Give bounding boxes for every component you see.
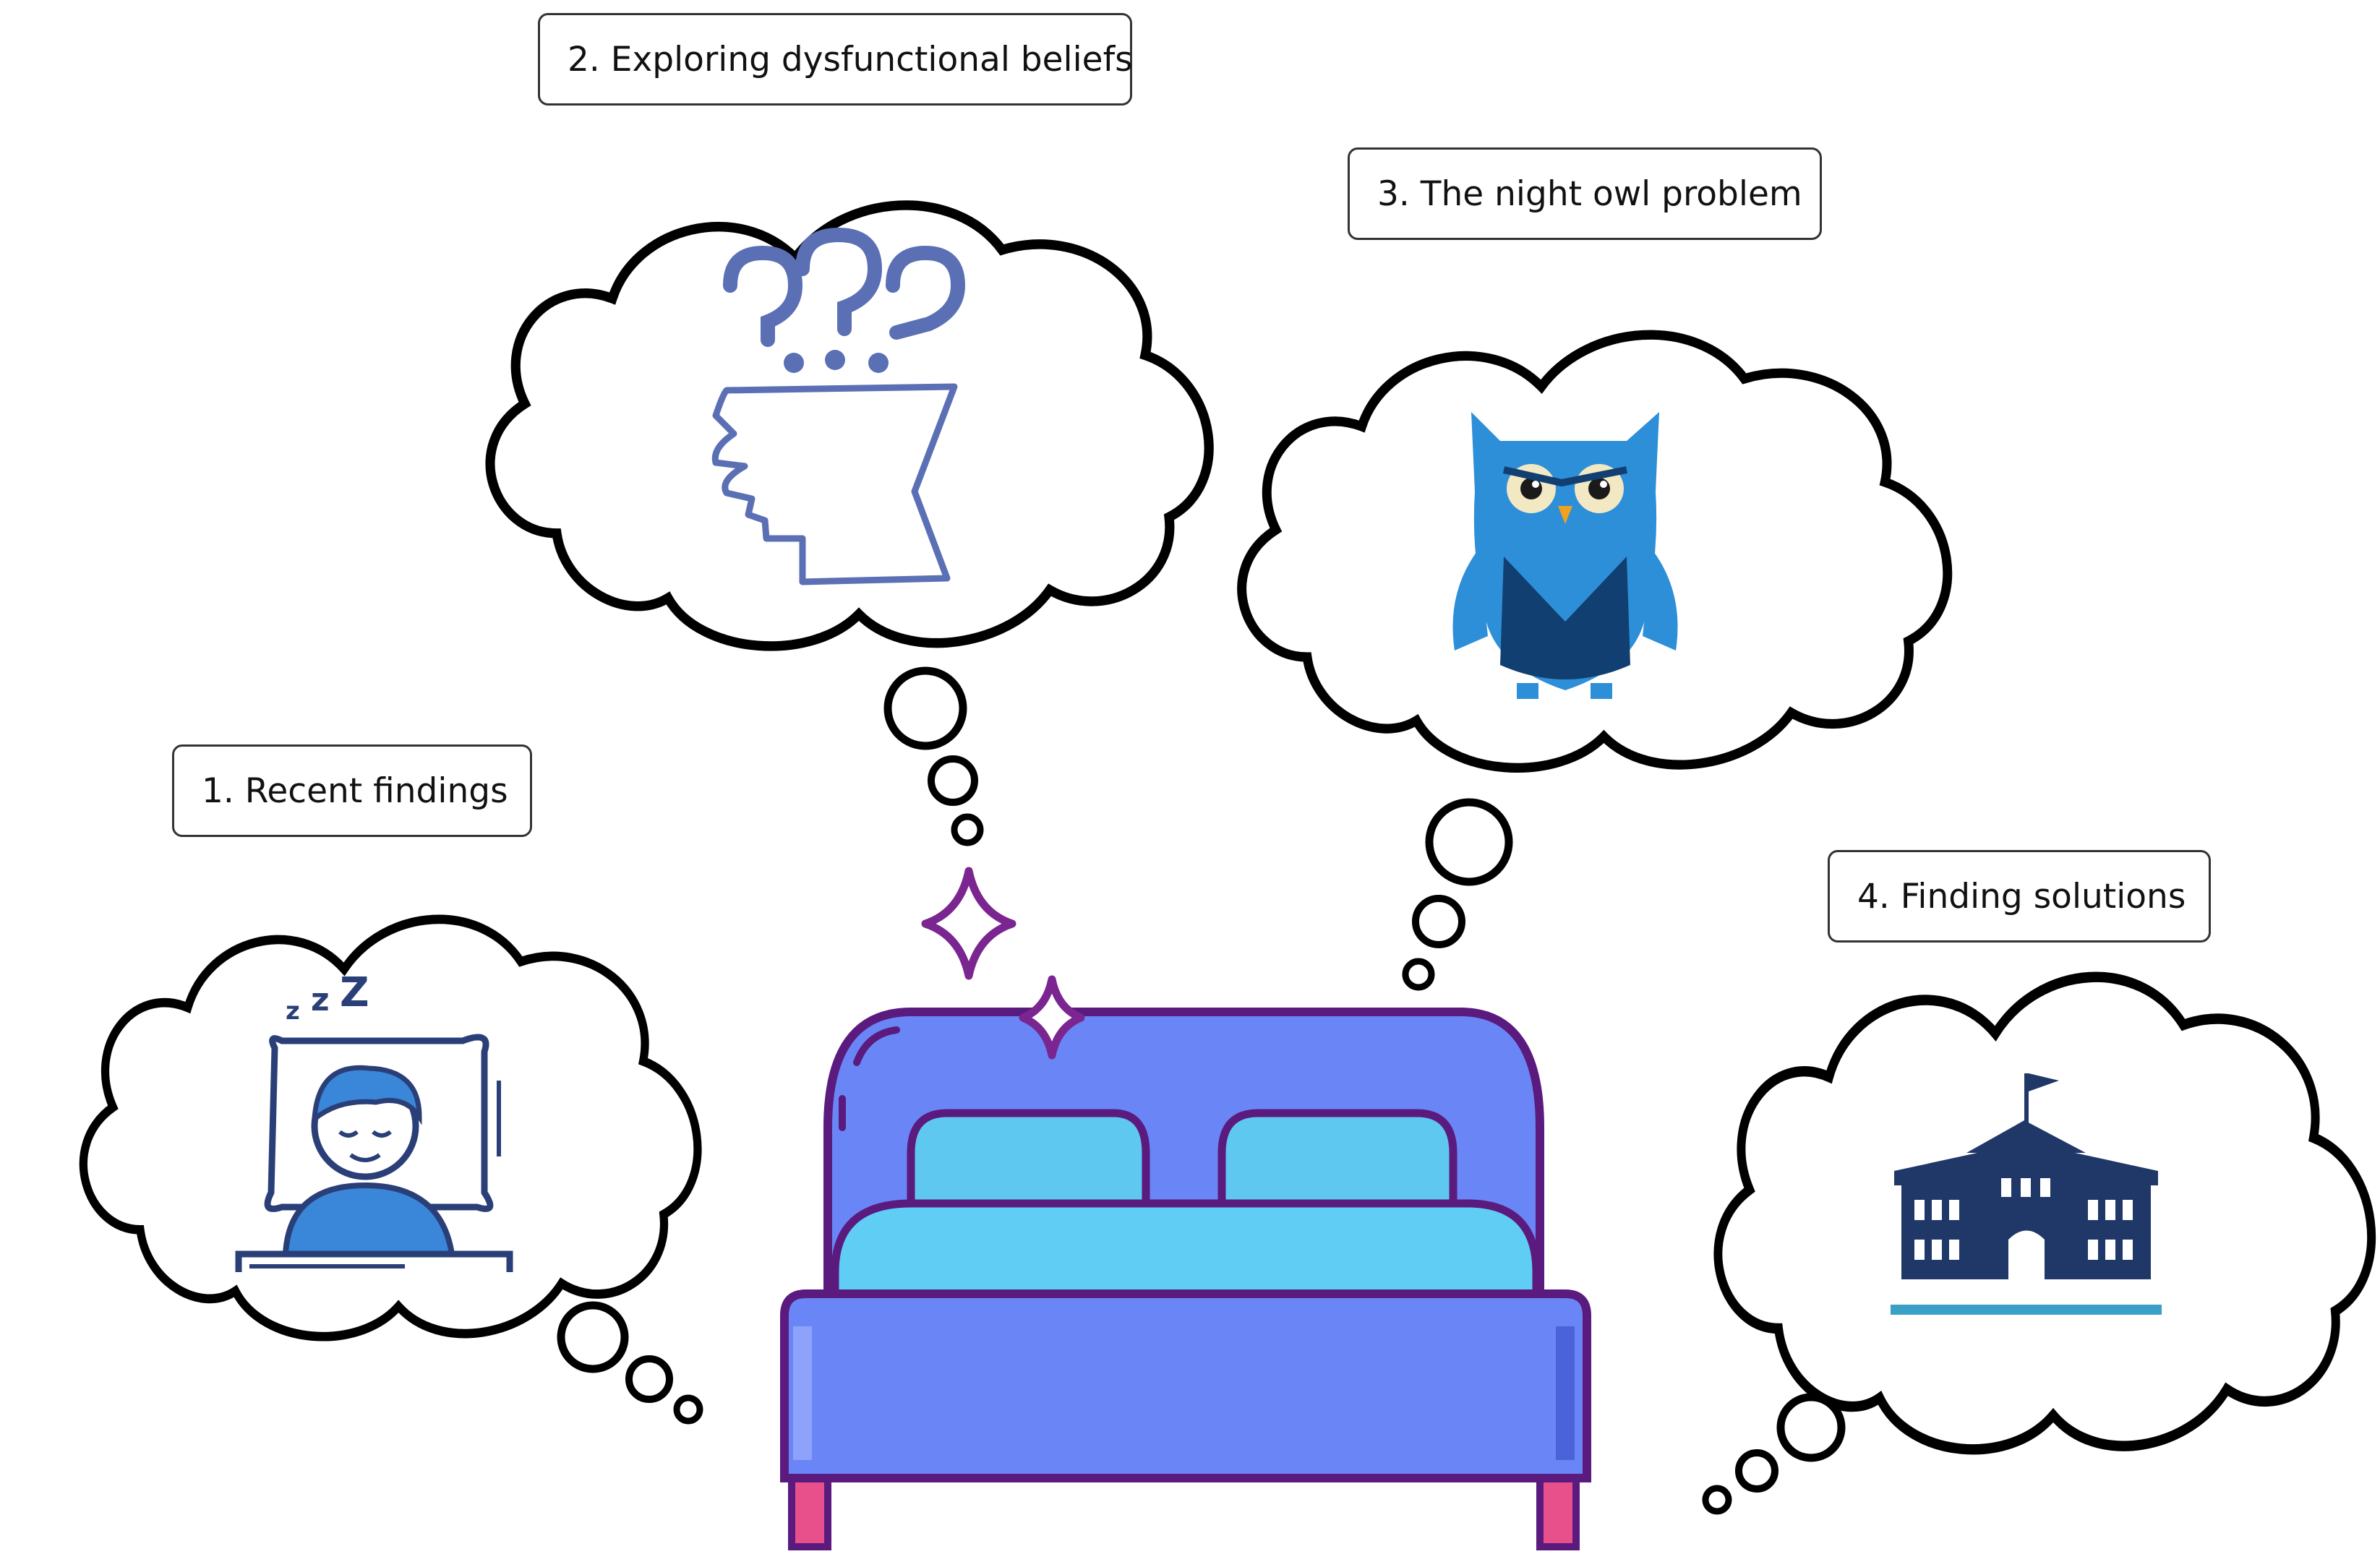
- svg-text:z: z: [311, 982, 330, 1018]
- thought-bubble-dot: [673, 1394, 703, 1425]
- thought-bubble-dot: [1425, 798, 1513, 886]
- label-night-owl: 3. The night owl problem: [1348, 147, 1822, 240]
- thought-cloud-finding-solutions: [1702, 977, 2371, 1515]
- label-finding-solutions: 4. Finding solutions: [1828, 850, 2211, 943]
- question-head-icon: [711, 227, 966, 585]
- thought-bubble-dot: [951, 813, 984, 846]
- thought-bubble-dot: [1412, 895, 1465, 948]
- thought-bubble-dot: [1735, 1449, 1778, 1493]
- sleeping-person-icon: z z Z: [235, 969, 513, 1272]
- label-dysfunctional-beliefs: 2. Exploring dysfunctional beliefs: [538, 13, 1133, 106]
- thought-bubble-dot: [1402, 958, 1435, 991]
- thought-bubble-dot: [557, 1301, 629, 1373]
- school-building-icon: [1891, 1073, 2162, 1315]
- thought-bubble-dot: [1702, 1485, 1732, 1515]
- owl-icon: [1452, 412, 1678, 699]
- thought-bubble-dot: [1776, 1393, 1846, 1462]
- label-recent-findings: 1. Recent findings: [172, 744, 532, 837]
- thought-cloud-dysfunctional-beliefs: [490, 205, 1209, 846]
- thought-bubble-dot: [883, 666, 967, 750]
- thought-bubble-dot: [625, 1355, 673, 1403]
- svg-text:z: z: [286, 997, 300, 1026]
- bed-icon: [780, 1008, 1591, 1550]
- thought-bubble-dot: [928, 755, 978, 806]
- thought-cloud-recent-findings: [83, 919, 703, 1425]
- sparkle-icon: [921, 867, 1085, 1060]
- svg-text:Z: Z: [340, 969, 369, 1016]
- thought-cloud-night-owl: [1242, 335, 1948, 991]
